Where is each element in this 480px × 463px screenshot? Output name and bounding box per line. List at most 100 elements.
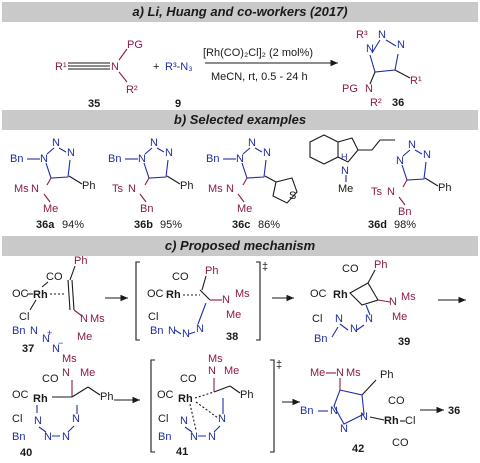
example-yield: 86%	[258, 219, 280, 231]
compound-39-label: 39	[398, 336, 410, 348]
intermediate-40: CO OC Rh Cl Ph N Ms Me N N N N Bn 40	[12, 353, 113, 459]
rh-atom: Rh	[333, 289, 348, 301]
ph-label: Ph	[374, 259, 387, 271]
n-atom-product: N	[365, 83, 373, 95]
bn-label: Bn	[12, 431, 25, 443]
n-atom: N	[365, 313, 373, 325]
co-ligand: CO	[42, 373, 59, 385]
ms-label: Ms	[208, 183, 223, 195]
r2-label: R²	[126, 84, 138, 96]
s-atom: S	[289, 190, 296, 202]
n-atom: N	[168, 325, 176, 337]
plus-sign: +	[153, 61, 159, 73]
conditions-label: MeCN, rt, 0.5 - 24 h	[211, 71, 308, 83]
intermediate-38: ‡ OC CO Rh Cl Ph N Ms Me Bn N N N 38	[135, 261, 268, 343]
ph-label: Ph	[380, 369, 393, 381]
section-header-c: c) Proposed mechanism	[2, 236, 478, 256]
compound-40-label: 40	[20, 447, 32, 459]
oc-ligand: OC	[12, 288, 29, 300]
n-atom: N	[263, 147, 271, 159]
r1-label-product: R¹	[410, 75, 422, 87]
me-label: Me	[338, 183, 353, 195]
ms-label: Ms	[401, 291, 416, 303]
section-header-b: b) Selected examples	[2, 110, 478, 130]
rh-atom: Rh	[166, 289, 181, 301]
me-label: Me	[224, 365, 239, 377]
n-atom: N	[336, 367, 344, 379]
intermediate-41: ‡ CO OC Rh Cl Ph N Ms Me N N N N Bn 41	[150, 353, 282, 458]
me-label: Me	[80, 367, 95, 379]
transition-state-dagger: ‡	[262, 261, 268, 273]
cl-atom: Cl	[405, 415, 415, 427]
me-label: Me	[310, 367, 325, 379]
intermediate-37: OC CO Rh Cl Ph N Ms Me Bn N N + N − 37	[12, 255, 105, 355]
n-atom: N	[208, 365, 216, 377]
co-ligand: CO	[342, 263, 359, 275]
n-atom: N	[138, 153, 146, 165]
n-atom: N	[236, 153, 244, 165]
n-atom: N	[62, 367, 70, 379]
n-atom: N	[408, 139, 416, 151]
cl-atom: Cl	[148, 311, 158, 323]
ts-label: Ts	[371, 186, 383, 198]
bn-label: Bn	[300, 405, 313, 417]
example-id: 36b	[134, 219, 153, 231]
ph-label: Ph	[438, 182, 451, 194]
n-atom: N	[42, 333, 50, 345]
example-id: 36d	[368, 219, 387, 231]
bn-label: Bn	[398, 206, 411, 218]
ms-label: Ms	[346, 367, 361, 379]
bn-label: Bn	[12, 325, 25, 337]
ms-label: Ms	[235, 288, 250, 300]
r3-label: R³	[356, 29, 368, 41]
cl-atom: Cl	[12, 413, 22, 425]
ph-label: Ph	[180, 180, 193, 192]
n-atom: N	[80, 313, 88, 325]
ph-label: Ph	[205, 265, 218, 277]
n-atom: N	[52, 343, 60, 355]
compound-42-label: 42	[352, 443, 364, 455]
n-atom: N	[226, 183, 234, 195]
oc-ligand: OC	[12, 389, 29, 401]
oc-ligand: OC	[157, 389, 174, 401]
ph-label: Ph	[74, 255, 87, 267]
n2: N	[378, 29, 386, 41]
n-atom: N	[218, 413, 226, 425]
me-label: Me	[237, 203, 252, 215]
compound-38-label: 38	[226, 331, 238, 343]
cl-atom: Cl	[312, 313, 322, 325]
n-atom: N	[30, 325, 38, 337]
h-atom: H	[341, 152, 348, 162]
charge-plus: +	[47, 328, 52, 338]
bn-label: Bn	[108, 153, 121, 165]
co-ligand: CO	[46, 271, 63, 283]
ms-label: Ms	[14, 183, 29, 195]
oc-ligand: OC	[147, 288, 164, 300]
n-atom: N	[350, 323, 358, 335]
example-yield: 98%	[394, 219, 416, 231]
co-ligand: CO	[180, 373, 197, 385]
ms-label: Ms	[62, 353, 77, 365]
n-atom: N	[40, 153, 48, 165]
n3: N	[397, 39, 405, 51]
co-ligand: CO	[388, 395, 405, 407]
example-yield: 94%	[62, 219, 84, 231]
n-atom: N	[330, 405, 338, 417]
catalyst-label: [Rh(CO)₂Cl]₂ (2 mol%)	[203, 47, 313, 59]
example-id: 36a	[36, 219, 55, 231]
example-yield: 95%	[160, 219, 182, 231]
n-atom: N	[248, 137, 256, 149]
me-label: Me	[226, 309, 241, 321]
bn-label: Bn	[314, 333, 327, 345]
intermediate-42: Me N Ms Ph N N N Bn Rh Cl CO CO 42	[300, 367, 415, 455]
bn-label: Bn	[140, 203, 153, 215]
ms-label: Ms	[208, 353, 223, 365]
me-label: Me	[392, 311, 407, 323]
n-atom: N	[31, 183, 39, 195]
cl-atom: Cl	[158, 413, 168, 425]
oc-ligand: OC	[310, 288, 327, 300]
n-atom: N	[340, 423, 348, 435]
n-atom: N	[208, 431, 216, 443]
me-label: Me	[77, 331, 92, 343]
reaction-arrow: [Rh(CO)₂Cl]₂ (2 mol%) MeCN, rt, 0.5 - 24…	[203, 47, 338, 83]
